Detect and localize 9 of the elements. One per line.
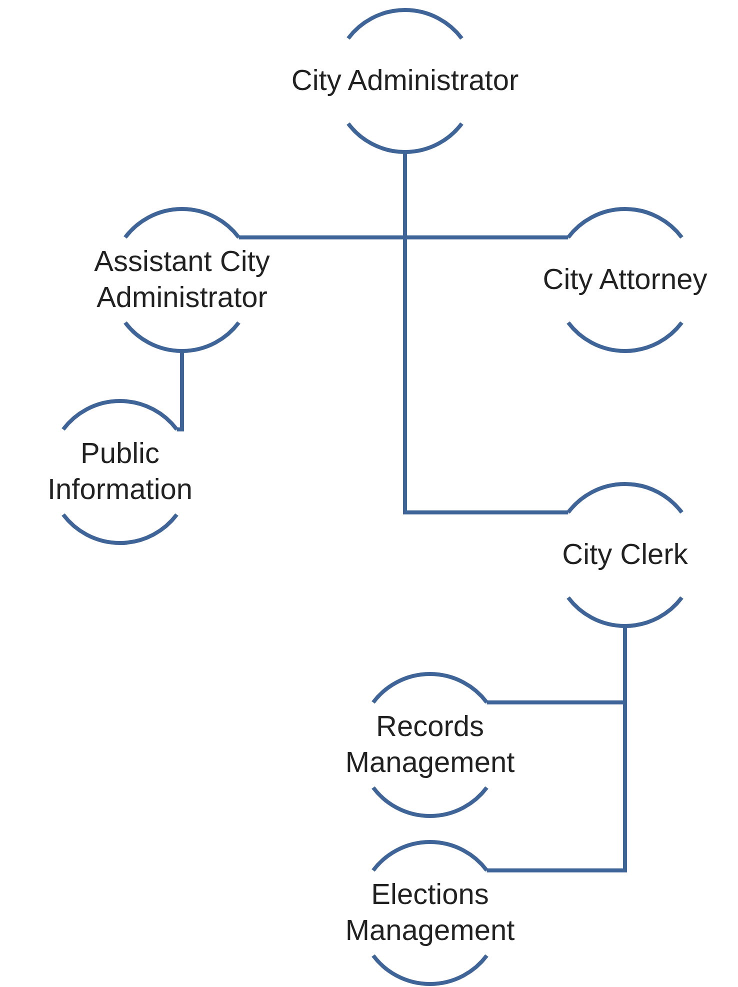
node-label: Public Information [46,436,194,508]
node-label: Elections Management [344,878,516,949]
node-label: City Clerk [561,538,689,573]
node-label: Assistant City Administrator [93,244,271,316]
connector-line [176,351,184,432]
node-label: Records Management [344,710,516,781]
node-label: City Attorney [542,262,708,298]
connector-line [486,626,627,872]
node-label: City Administrator [290,64,520,99]
